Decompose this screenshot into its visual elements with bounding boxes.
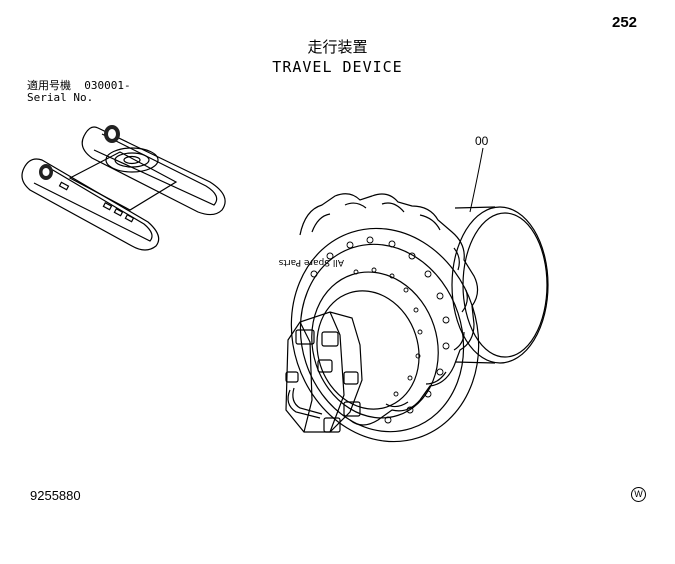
locator-travel-device-highlight — [39, 125, 120, 180]
title-english: TRAVEL DEVICE — [272, 58, 403, 76]
w-mark-icon: W — [631, 487, 646, 502]
watermark-text: All Spare Parts — [278, 257, 344, 267]
serial-range: 030001- — [84, 79, 131, 92]
page-number: 252 — [612, 14, 638, 31]
title-japanese: 走行装置 — [307, 38, 368, 56]
figure-number: 9255880 — [30, 488, 81, 503]
undercarriage-locator — [21, 126, 226, 251]
callout-leader-line — [469, 147, 484, 213]
callout-label: 00 — [475, 134, 489, 148]
travel-device-drawing — [285, 193, 549, 443]
serial-en-label: Serial No. — [27, 91, 94, 104]
serial-jp-label: 適用号機 — [27, 79, 71, 92]
bolt-circle — [310, 236, 450, 424]
serial-applicability: 適用号機 030001- Serial No. — [27, 80, 131, 104]
